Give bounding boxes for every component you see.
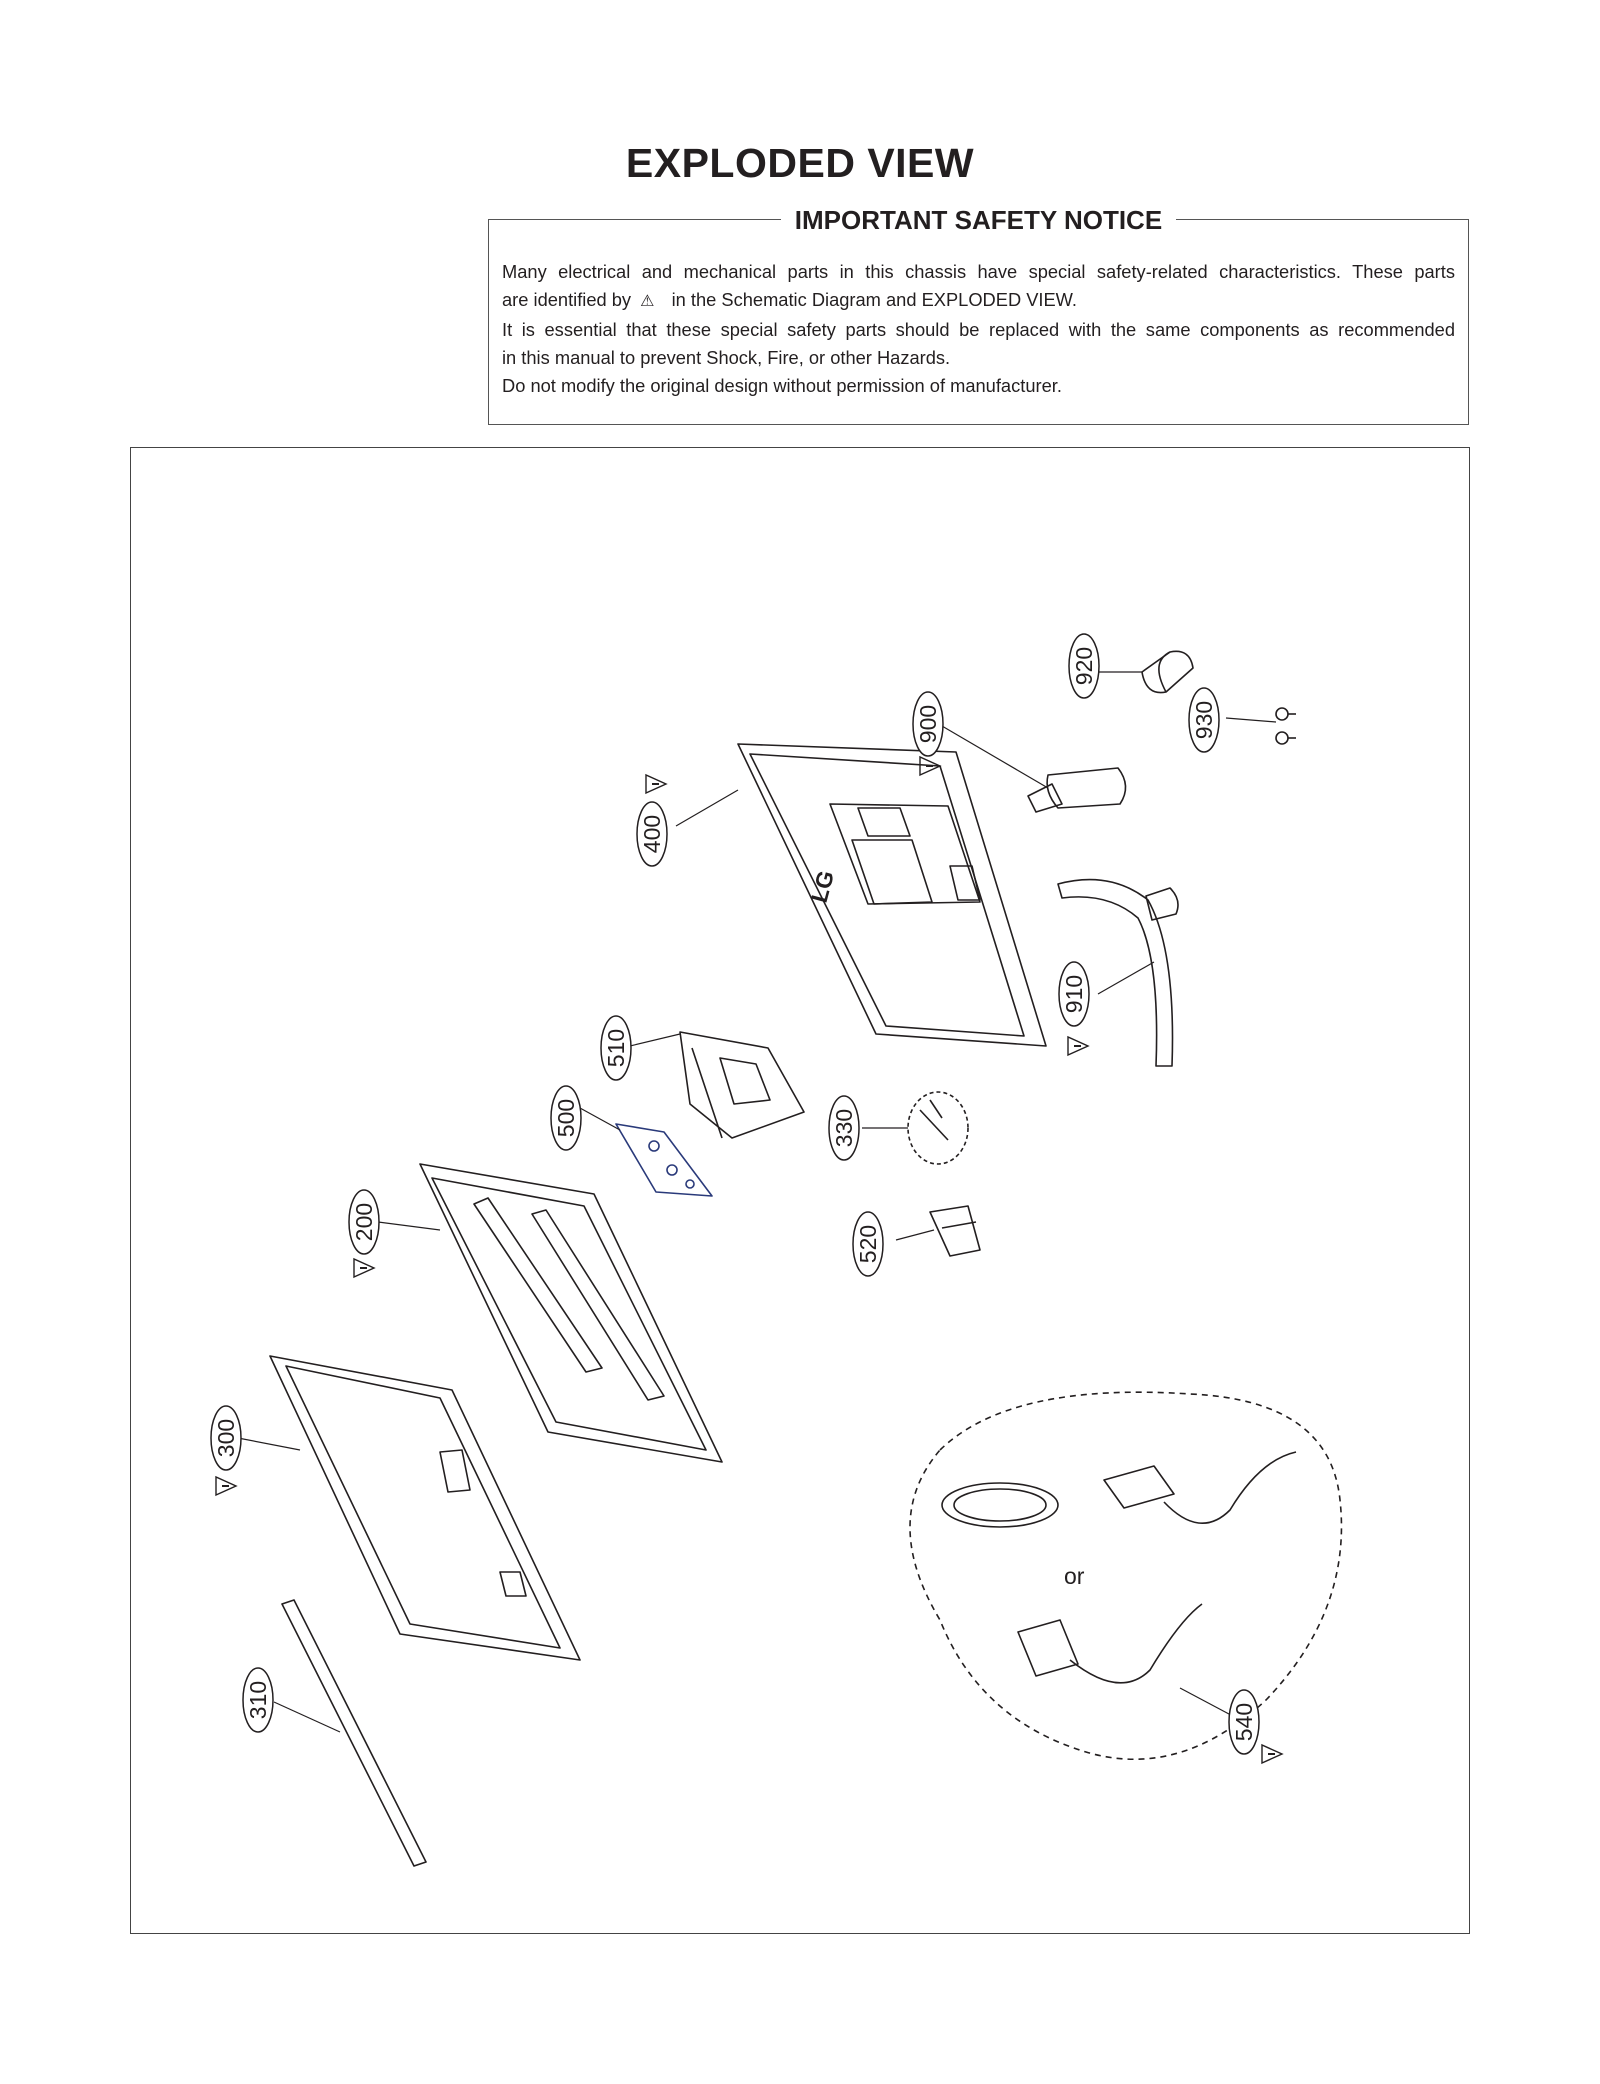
part-930-screws <box>1275 707 1296 745</box>
notice-line-3: It is essential that these special safet… <box>502 319 1455 340</box>
page-title: EXPLODED VIEW <box>625 140 975 186</box>
notice-line-4: in this manual to prevent Shock, Fire, o… <box>502 347 951 368</box>
safety-warning-icon <box>215 1475 238 1497</box>
part-label-oval <box>550 1085 582 1151</box>
part-920-cap <box>1141 650 1194 694</box>
warning-triangle-icon: ⚠ <box>640 293 655 310</box>
safety-warning-icon <box>1261 1743 1284 1765</box>
part-330-accessory <box>907 1091 969 1165</box>
part-510-main-board <box>679 1031 805 1139</box>
part-number: 540 <box>1231 1703 1257 1741</box>
part-label-oval <box>636 801 668 867</box>
part-number: 200 <box>351 1203 377 1241</box>
part-label-500: 500 <box>550 1085 582 1151</box>
part-900-hinge <box>1027 767 1127 813</box>
part-label-400: 400 <box>636 773 668 867</box>
part-label-oval <box>828 1095 860 1161</box>
part-number: 500 <box>553 1099 579 1137</box>
exploded-view-frame <box>130 447 1470 1934</box>
part-number: 330 <box>831 1109 857 1147</box>
part-label-oval <box>1068 633 1100 699</box>
safety-notice-body: Many electrical and mechanical parts in … <box>502 258 1455 400</box>
part-label-oval <box>210 1405 242 1471</box>
part-label-920: 920 <box>1068 633 1100 699</box>
notice-line-5: Do not modify the original design withou… <box>502 375 1062 396</box>
part-520-connector <box>929 1205 981 1257</box>
part-number: 900 <box>915 705 941 743</box>
part-310-rail <box>281 1599 427 1867</box>
part-label-oval <box>600 1015 632 1081</box>
part-200-frame <box>419 1163 723 1463</box>
part-label-520: 520 <box>852 1211 884 1277</box>
part-number: 910 <box>1061 975 1087 1013</box>
part-number: 300 <box>213 1419 239 1457</box>
part-label-oval <box>912 691 944 757</box>
part-label-oval <box>1228 1689 1260 1755</box>
part-number: 310 <box>245 1681 271 1719</box>
part-540-power-supply <box>909 1391 1343 1761</box>
part-number: 920 <box>1071 647 1097 685</box>
part-300-frame <box>269 1355 581 1661</box>
part-label-330: 330 <box>828 1095 860 1161</box>
safety-warning-icon <box>1067 1035 1090 1057</box>
part-label-540: 540 <box>1228 1689 1284 1765</box>
part-label-oval <box>1188 687 1220 753</box>
safety-warning-icon <box>919 755 942 777</box>
part-label-200: 200 <box>348 1189 380 1279</box>
part-label-oval <box>1058 961 1090 1027</box>
safety-notice-heading: IMPORTANT SAFETY NOTICE <box>780 205 1177 235</box>
part-label-510: 510 <box>600 1015 632 1081</box>
part-label-910: 910 <box>1058 961 1090 1057</box>
part-label-900: 900 <box>912 691 944 777</box>
lg-logo: LG <box>806 868 839 906</box>
part-500-small-board <box>615 1123 713 1197</box>
part-label-310: 310 <box>242 1667 274 1733</box>
part-label-oval <box>348 1189 380 1255</box>
part-910-stand-arm <box>1057 878 1179 1067</box>
notice-line-2: are identified by ⚠ in the Schematic Dia… <box>502 286 1455 316</box>
part-label-300: 300 <box>210 1405 242 1497</box>
or-text: or <box>1064 1563 1085 1589</box>
part-number: 930 <box>1191 701 1217 739</box>
safety-warning-icon <box>645 773 668 795</box>
part-number: 400 <box>639 815 665 853</box>
part-400-back-cover <box>737 743 1047 1047</box>
part-label-oval <box>242 1667 274 1733</box>
leader-lines <box>237 671 1277 1733</box>
notice-line-1: Many electrical and mechanical parts in … <box>502 261 1455 282</box>
safety-notice-box: IMPORTANT SAFETY NOTICE Many electrical … <box>488 205 1469 425</box>
part-label-930: 930 <box>1188 687 1220 753</box>
part-number: 520 <box>855 1225 881 1263</box>
safety-warning-icon <box>353 1257 376 1279</box>
part-number: 510 <box>603 1029 629 1067</box>
part-label-oval <box>852 1211 884 1277</box>
